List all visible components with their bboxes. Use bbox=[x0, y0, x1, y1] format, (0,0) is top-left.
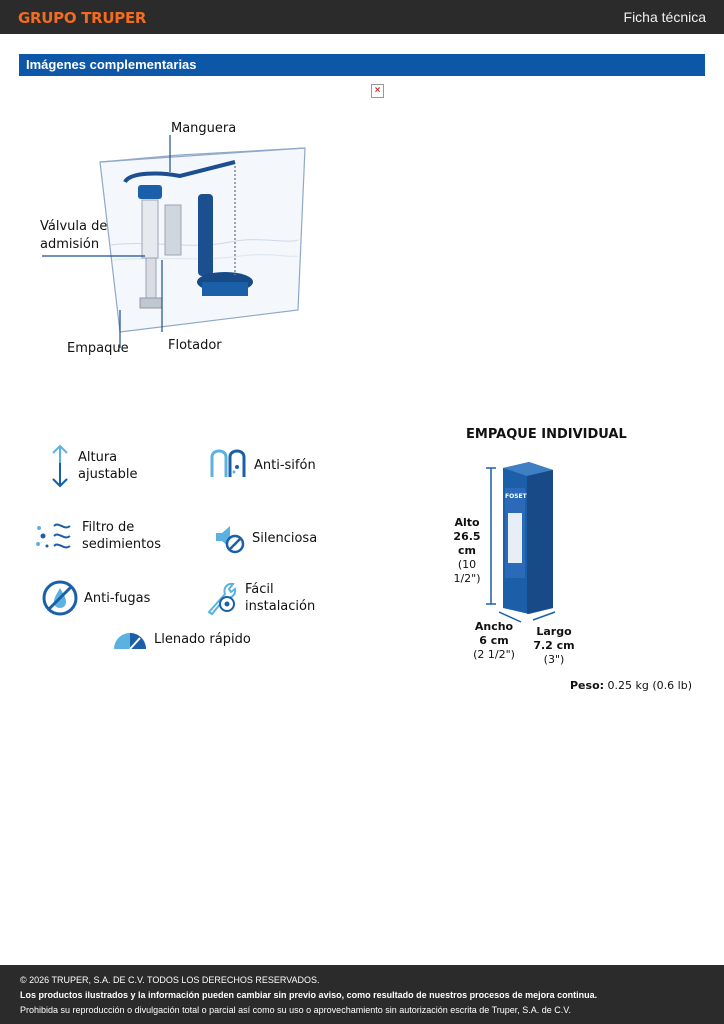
dimension-alto: Alto 26.5 cm (10 1/2") bbox=[453, 516, 481, 585]
footer: © 2026 TRUPER, S.A. DE C.V. TODOS LOS DE… bbox=[0, 965, 724, 1024]
anti-siphon-icon bbox=[210, 449, 246, 477]
dimension-largo: Largo 7.2 cm (3") bbox=[533, 625, 575, 666]
feature-easy-install: Fácil instalación bbox=[205, 580, 315, 616]
doc-type-label: Ficha técnica bbox=[623, 9, 706, 25]
package-weight: Peso: 0.25 kg (0.6 lb) bbox=[570, 679, 692, 692]
label-flotador: Flotador bbox=[168, 338, 222, 353]
label-manguera: Manguera bbox=[171, 121, 237, 136]
sediment-filter-icon bbox=[36, 523, 71, 549]
feature-fast-fill: Llenado rápido bbox=[112, 628, 251, 650]
top-bar: GRUPO TRUPER Ficha técnica bbox=[0, 0, 724, 34]
box-brand-text: FOSET bbox=[505, 493, 528, 500]
section-title: Imágenes complementarias bbox=[26, 57, 197, 72]
label-valvula-line2: admisión bbox=[40, 237, 100, 252]
easy-install-icon bbox=[207, 582, 237, 616]
package-box-illustration: FOSET bbox=[486, 462, 556, 623]
dimension-ancho: Ancho 6 cm (2 1/2") bbox=[473, 620, 515, 661]
feature-silent: Silenciosa bbox=[212, 521, 317, 555]
brand-logo[interactable]: GRUPO TRUPER bbox=[18, 9, 147, 27]
fast-fill-icon bbox=[114, 633, 146, 650]
feature-adjustable-height: Altura ajustable bbox=[48, 443, 138, 489]
footer-notice: Los productos ilustrados y la informació… bbox=[20, 990, 598, 1000]
feature-sediment-filter: Filtro de sedimientos bbox=[34, 518, 161, 554]
footer-rights: Prohibida su reproducción o divulgación … bbox=[20, 1005, 571, 1015]
label-valvula-line1: Válvula de bbox=[40, 219, 108, 234]
footer-copyright: © 2026 TRUPER, S.A. DE C.V. TODOS LOS DE… bbox=[20, 975, 320, 985]
feature-anti-leak: Anti-fugas bbox=[42, 580, 150, 616]
tank-diagram bbox=[42, 135, 306, 348]
section-header: Imágenes complementarias bbox=[19, 54, 705, 76]
feature-anti-siphon: Anti-sifón bbox=[208, 447, 316, 483]
silent-icon bbox=[216, 526, 245, 554]
package-title: EMPAQUE INDIVIDUAL bbox=[466, 427, 627, 442]
label-empaque: Empaque bbox=[67, 341, 129, 356]
broken-image-icon: × bbox=[371, 84, 384, 98]
anti-leak-icon bbox=[42, 580, 78, 616]
adjustable-height-icon bbox=[52, 444, 68, 488]
